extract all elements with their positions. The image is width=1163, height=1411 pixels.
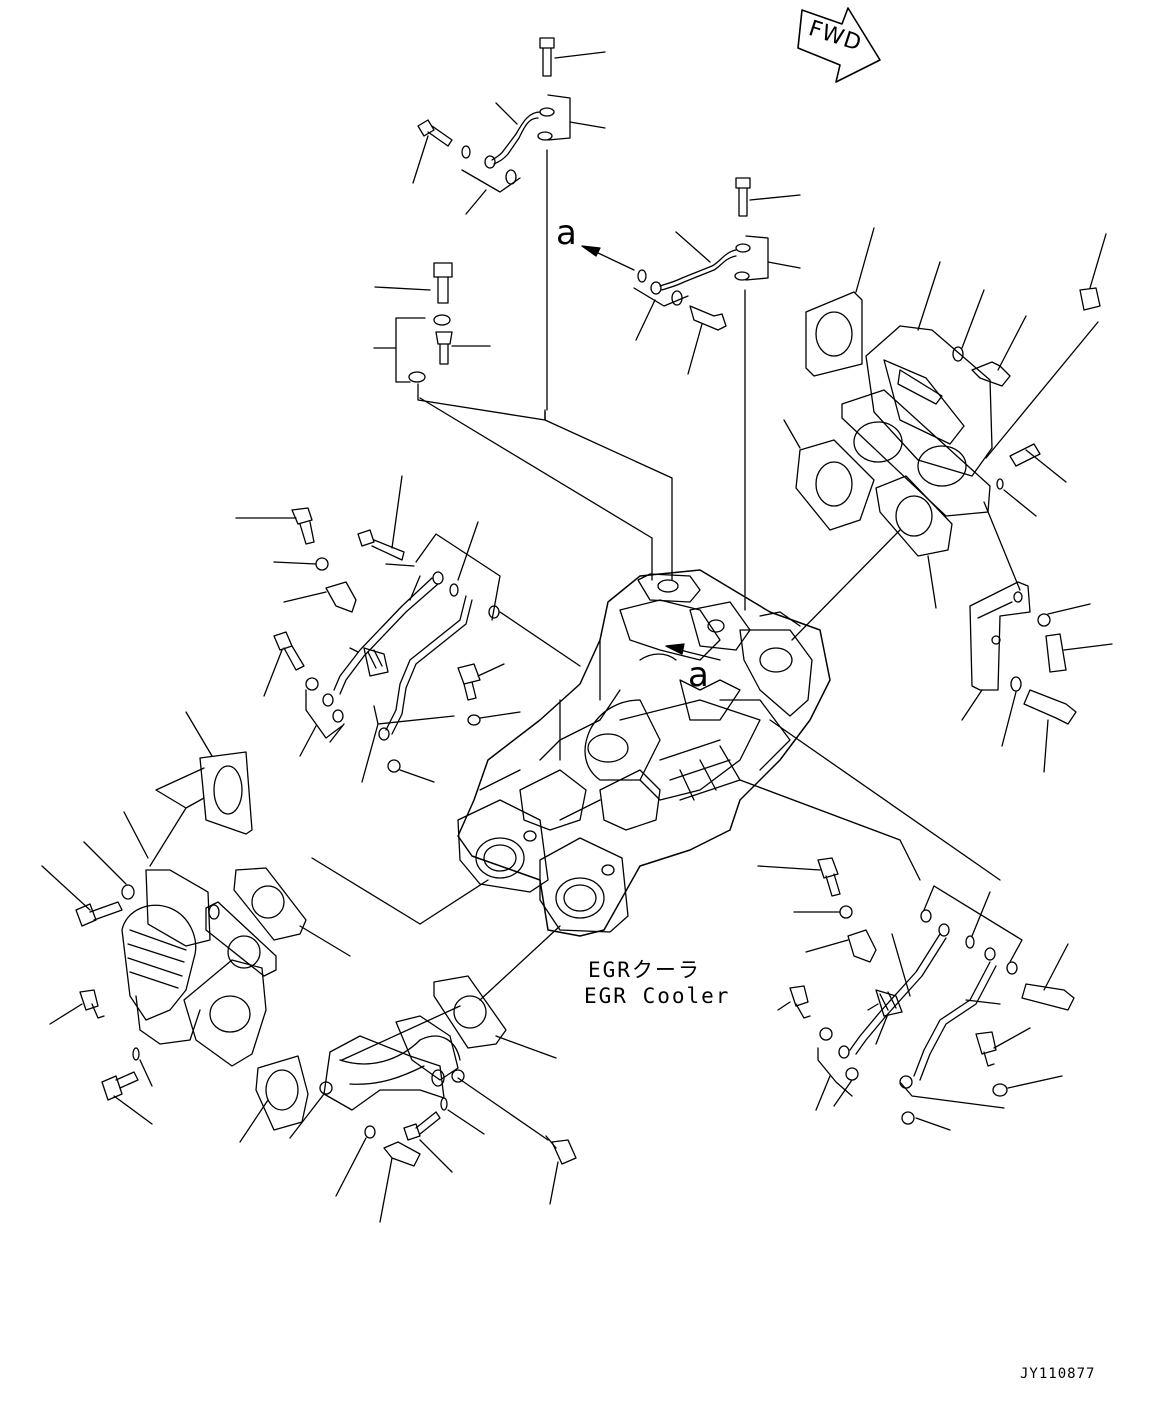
top-tube-assembly (412, 37, 606, 411)
egr-cooler-block (311, 569, 1001, 1061)
drawing-id: JY110877 (1020, 1366, 1096, 1382)
left-lower-egr-pipe (41, 711, 351, 1143)
second-tube-assembly (581, 177, 801, 611)
fwd-arrow-icon (797, 7, 881, 83)
caption-jp: EGRクーラ (588, 958, 701, 982)
caption-en: EGR Cooler (584, 984, 731, 1008)
reference-label-a-top: a (556, 213, 577, 253)
reference-label-a-block: a (688, 655, 709, 695)
right-lower-tube-assembly (757, 857, 1075, 1131)
front-lower-egr-elbow (289, 975, 577, 1223)
left-bolt-stack (373, 262, 673, 581)
exhaust-flange-right (783, 227, 1113, 773)
left-tube-assembly (235, 475, 581, 783)
